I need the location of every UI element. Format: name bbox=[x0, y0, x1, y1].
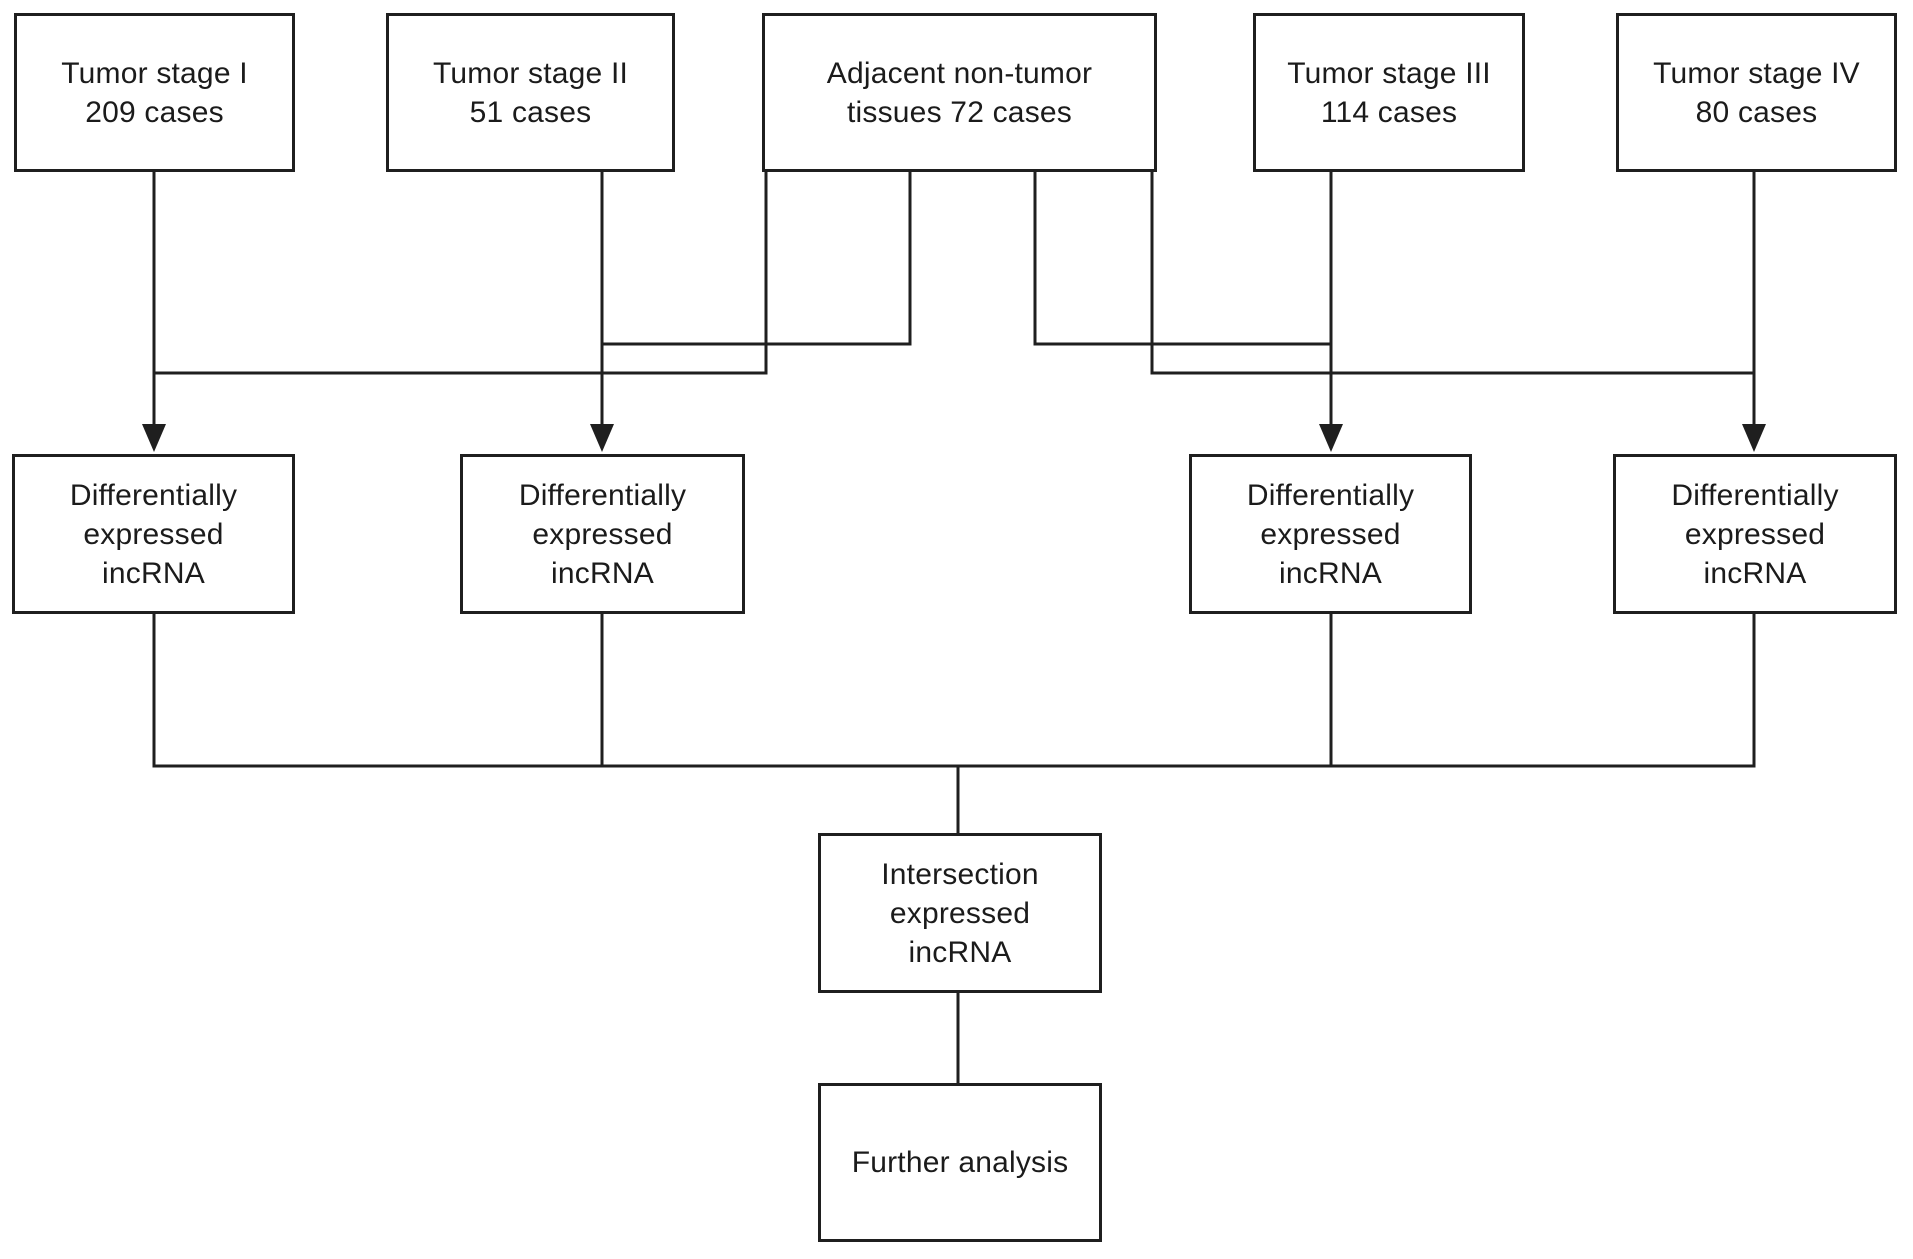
node-differentially-expressed-2-label: Differentially expressed incRNA bbox=[518, 478, 687, 590]
node-differentially-expressed-4: Differentially expressed incRNA bbox=[1613, 454, 1897, 614]
node-differentially-expressed-4-label: Differentially expressed incRNA bbox=[1671, 478, 1839, 590]
node-intersection-expressed-label: Intersection expressed incRNA bbox=[881, 857, 1039, 969]
node-tumor-stage-3-label: Tumor stage III 114 cases bbox=[1287, 56, 1491, 129]
node-differentially-expressed-3-label: Differentially expressed incRNA bbox=[1246, 478, 1415, 590]
node-tumor-stage-2-label: Tumor stage II 51 cases bbox=[432, 56, 629, 129]
node-tumor-stage-1: Tumor stage I 209 cases bbox=[14, 13, 295, 172]
node-adjacent-non-tumor-label: Adjacent non-tumor tissues 72 cases bbox=[826, 56, 1093, 129]
node-further-analysis-label: Further analysis bbox=[851, 1146, 1069, 1179]
node-adjacent-non-tumor: Adjacent non-tumor tissues 72 cases bbox=[762, 13, 1157, 172]
node-further-analysis: Further analysis bbox=[818, 1083, 1102, 1242]
arrowhead-diff3 bbox=[1319, 424, 1343, 452]
arrowhead-diff1 bbox=[142, 424, 166, 452]
node-tumor-stage-4: Tumor stage IV 80 cases bbox=[1616, 13, 1897, 172]
arrowhead-diff4 bbox=[1742, 424, 1766, 452]
node-intersection-expressed: Intersection expressed incRNA bbox=[818, 833, 1102, 993]
node-differentially-expressed-1: Differentially expressed incRNA bbox=[12, 454, 295, 614]
node-differentially-expressed-1-label: Differentially expressed incRNA bbox=[69, 478, 238, 590]
node-tumor-stage-3: Tumor stage III 114 cases bbox=[1253, 13, 1525, 172]
node-tumor-stage-1-label: Tumor stage I 209 cases bbox=[61, 56, 248, 129]
arrowhead-diff2 bbox=[590, 424, 614, 452]
node-tumor-stage-4-label: Tumor stage IV 80 cases bbox=[1653, 56, 1860, 129]
node-differentially-expressed-2: Differentially expressed incRNA bbox=[460, 454, 745, 614]
node-differentially-expressed-3: Differentially expressed incRNA bbox=[1189, 454, 1472, 614]
node-tumor-stage-2: Tumor stage II 51 cases bbox=[386, 13, 675, 172]
